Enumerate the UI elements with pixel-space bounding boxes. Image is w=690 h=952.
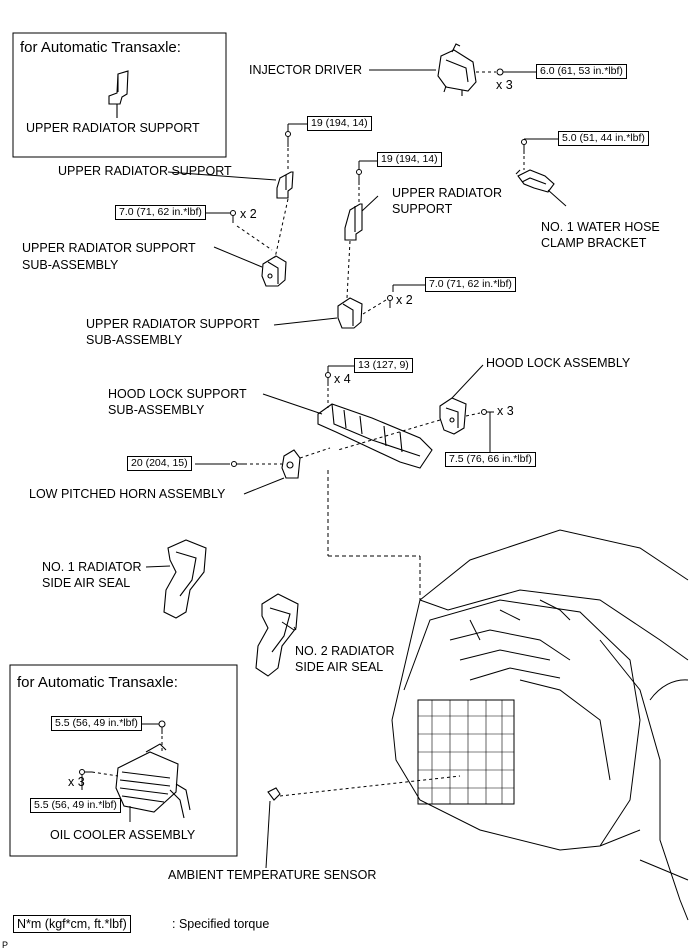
upper-support-left-label: UPPER RADIATOR SUPPORT [58, 164, 232, 178]
inset-frame-top [12, 32, 227, 158]
torque-sub-left: 7.0 (71, 62 in.*lbf) [115, 205, 206, 220]
torque-hood-support: 13 (127, 9) [354, 358, 413, 373]
sub-assembly-left-part [261, 255, 287, 287]
oil-cooler-label: OIL COOLER ASSEMBLY [50, 828, 196, 842]
inset-top-title: for Automatic Transaxle: [20, 39, 181, 56]
bolt-upper-right [356, 169, 362, 185]
hood-lock-support-label-1: HOOD LOCK SUPPORT [108, 387, 247, 401]
inset-bottom-title: for Automatic Transaxle: [17, 674, 178, 691]
injector-driver-part [369, 43, 496, 96]
sub-assembly-center-label-1: UPPER RADIATOR SUPPORT [86, 317, 260, 331]
ambient-sensor-label: AMBIENT TEMPERATURE SENSOR [168, 868, 377, 882]
legend-torque-format: N*m (kgf*cm, ft.*lbf) [13, 915, 131, 933]
water-hose-clamp-part [515, 169, 555, 193]
injector-driver-label: INJECTOR DRIVER [249, 63, 362, 77]
bolt-sub-center [387, 295, 393, 308]
torque-upper-right: 19 (194, 14) [377, 152, 442, 167]
hood-lock-support-part [317, 403, 433, 469]
seal-1-part [163, 539, 207, 619]
seal-2-label-2: SIDE AIR SEAL [295, 660, 384, 674]
figure-code: P [2, 940, 9, 950]
seal-1-label-1: NO. 1 RADIATOR [42, 560, 142, 574]
hood-lock-label: HOOD LOCK ASSEMBLY [486, 356, 631, 370]
legend-description: : Specified torque [172, 917, 270, 931]
qty-cooler: x 3 [68, 775, 85, 789]
torque-sub-center: 7.0 (71, 62 in.*lbf) [425, 277, 516, 292]
inset-top-part-label: UPPER RADIATOR SUPPORT [26, 121, 200, 135]
vehicle-front [391, 529, 689, 921]
bolt-hood-support [325, 372, 331, 386]
ambient-sensor-part [267, 787, 281, 801]
upper-support-right-part [344, 203, 363, 241]
bolt-hood-lock [481, 409, 494, 415]
torque-cooler-top: 5.5 (56, 49 in.*lbf) [51, 716, 142, 731]
qty-sub-left: x 2 [240, 207, 257, 221]
bolt-cooler-top [158, 720, 166, 734]
hood-lock-support-label-2: SUB-ASSEMBLY [108, 403, 205, 417]
bolt-water-hose [521, 139, 527, 154]
sub-assembly-center-part [337, 297, 363, 329]
sub-assembly-center-label-2: SUB-ASSEMBLY [86, 333, 183, 347]
seal-2-part [255, 593, 299, 677]
torque-hood-lock: 7.5 (76, 66 in.*lbf) [445, 452, 536, 467]
seal-2-label-1: NO. 2 RADIATOR [295, 644, 395, 658]
seal-1-label-2: SIDE AIR SEAL [42, 576, 131, 590]
torque-upper-left: 19 (194, 14) [307, 116, 372, 131]
upper-support-left-part [276, 171, 294, 199]
bolt-injector [496, 68, 509, 76]
horn-part [281, 449, 301, 479]
bolt-sub-left [230, 210, 236, 223]
inset-frame-bottom [9, 664, 238, 857]
sub-assembly-left-label-2: SUB-ASSEMBLY [22, 258, 119, 272]
torque-injector: 6.0 (61, 53 in.*lbf) [536, 64, 627, 79]
qty-hood-support: x 4 [334, 372, 351, 386]
bolt-cooler-left [79, 769, 92, 775]
qty-injector: x 3 [496, 78, 513, 92]
bolt-upper-left [285, 131, 291, 147]
torque-horn: 20 (204, 15) [127, 456, 192, 471]
qty-sub-center: x 2 [396, 293, 413, 307]
torque-water-hose: 5.0 (51, 44 in.*lbf) [558, 131, 649, 146]
horn-label: LOW PITCHED HORN ASSEMBLY [29, 487, 226, 501]
water-hose-label-2: CLAMP BRACKET [541, 236, 647, 250]
hood-lock-part [439, 397, 467, 435]
oil-cooler-part [115, 743, 191, 819]
upper-support-right-label-1: UPPER RADIATOR [392, 186, 502, 200]
torque-cooler-bottom: 5.5 (56, 49 in.*lbf) [30, 798, 121, 813]
upper-support-right-label-2: SUPPORT [392, 202, 453, 216]
sub-assembly-left-label-1: UPPER RADIATOR SUPPORT [22, 241, 196, 255]
bolt-horn [231, 461, 244, 467]
inset-upper-support-part [108, 70, 129, 118]
qty-hood-lock: x 3 [497, 404, 514, 418]
water-hose-label-1: NO. 1 WATER HOSE [541, 220, 660, 234]
